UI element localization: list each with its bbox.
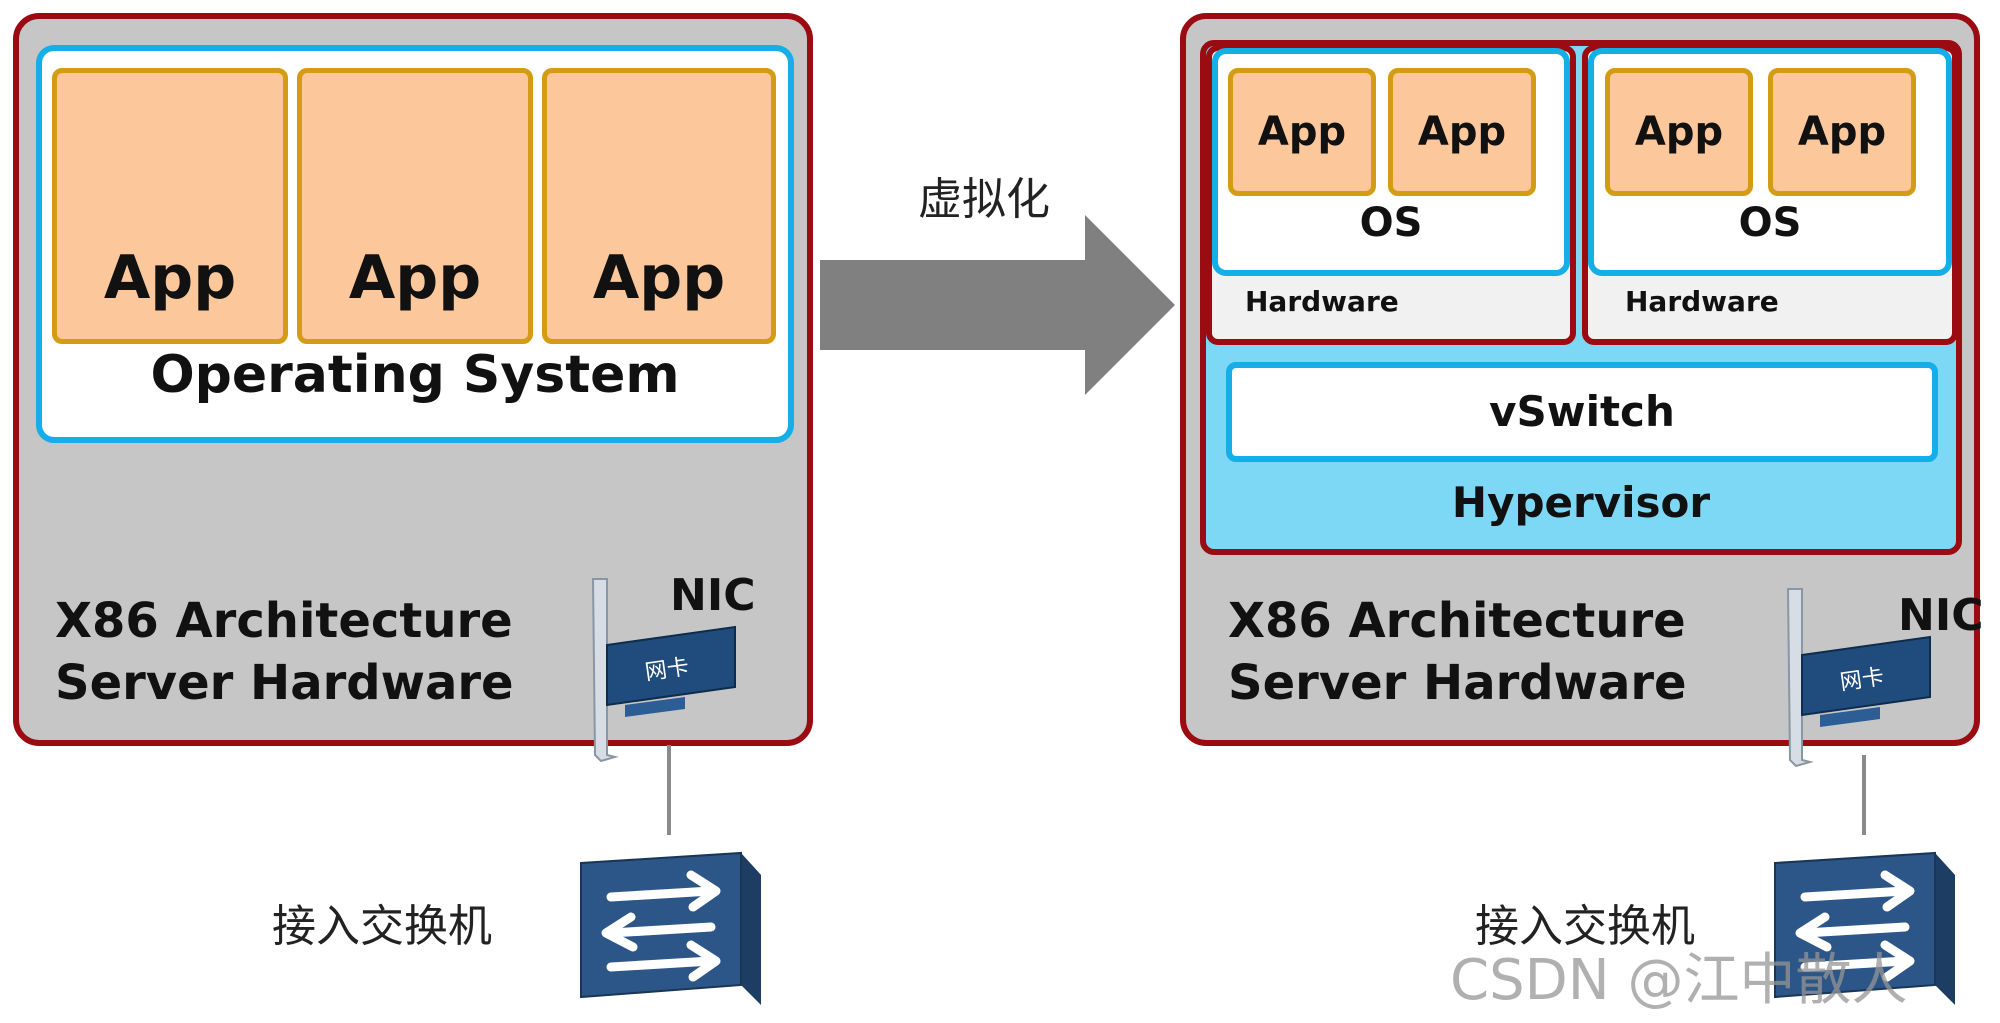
- vm-2-hw-label: Hardware: [1625, 285, 1779, 318]
- vm-1-os-label: OS: [1359, 200, 1423, 246]
- left-app-1: App: [52, 68, 288, 344]
- right-hw-line1: X86 Architecture: [1228, 593, 1686, 649]
- virtualization-arrow-icon: [820, 215, 1175, 395]
- right-nic-cable: [1862, 755, 1866, 835]
- vm-1-app-2: App: [1388, 68, 1536, 196]
- right-nic-label: NIC: [1898, 590, 1984, 641]
- left-app-3: App: [542, 68, 776, 344]
- vm-2-app-1: App: [1605, 68, 1753, 196]
- hypervisor-label: Hypervisor: [1451, 478, 1711, 527]
- left-switch-icon: [580, 851, 761, 1005]
- watermark: CSDN @江中散人: [1450, 948, 1908, 1013]
- vm-1-app-1: App: [1228, 68, 1376, 196]
- left-nic-cable: [667, 745, 671, 835]
- vm-1-hw-label: Hardware: [1245, 285, 1399, 318]
- arrow-label: 虚拟化: [918, 174, 1050, 225]
- left-nic-card-text: 网卡: [644, 655, 691, 686]
- right-nic-card-text: 网卡: [1839, 665, 1886, 696]
- right-nic-card-icon: 网卡: [1786, 588, 1931, 768]
- vswitch-label: vSwitch: [1489, 387, 1675, 436]
- right-switch-icon: [1774, 851, 1955, 1005]
- left-os-label: Operating System: [150, 345, 680, 405]
- left-switch-label: 接入交换机: [272, 901, 492, 952]
- left-app-2: App: [297, 68, 533, 344]
- vswitch-box: [1226, 362, 1938, 462]
- vm-2-app-2: App: [1768, 68, 1916, 196]
- left-nic-card-icon: 网卡: [591, 578, 736, 763]
- left-nic-label: NIC: [670, 570, 756, 621]
- vm-2-os-label: OS: [1738, 200, 1802, 246]
- left-hw-line1: X86 Architecture: [55, 593, 513, 649]
- left-hw-line2: Server Hardware: [55, 655, 514, 711]
- right-switch-label: 接入交换机: [1475, 901, 1695, 952]
- right-hw-line2: Server Hardware: [1228, 655, 1687, 711]
